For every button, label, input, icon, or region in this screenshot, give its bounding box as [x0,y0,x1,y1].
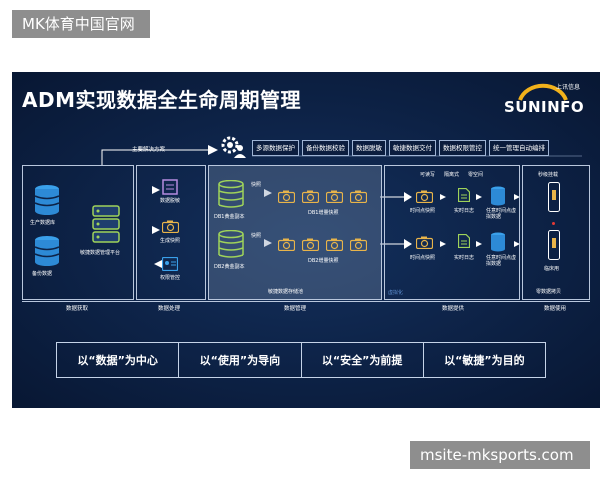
feature-item: 多源数据保护 [252,140,299,156]
id-card-icon [162,257,178,271]
realtime-log-label: 实时日志 [454,255,475,261]
section-label-process: 数据处理 [158,306,181,312]
database-icon [218,180,244,208]
point-in-time-snapshot-label: 时间点快照 [410,208,436,214]
feature-item: 敏捷数据交付 [389,140,436,156]
virtual-data-label: 任意时间点虚拟数据 [486,208,517,220]
storage-pool-label: 敏捷数据存储池 [268,289,304,295]
database-icon [218,230,244,258]
section-label-acquire: 数据获取 [66,306,89,312]
company-logo: 上讯信息 SUNINFO [500,78,590,118]
camera-icon [326,190,343,203]
feature-item: 备份数据校验 [302,140,349,156]
virtual-db-icon [491,232,505,252]
watermark-bottom: msite-mksports.com [410,441,590,469]
camera-icon [350,190,367,203]
camera-icon [302,190,319,203]
feature-item: 数据脱敏 [352,140,386,156]
diagram-slide: ADM实现数据全生命周期管理 上讯信息 SUNINFO [12,72,600,408]
virtual-data-label: 任意时间点虚拟数据 [486,255,517,267]
use-zero-copy-label: 零数据拷贝 [536,289,562,295]
process-snapshot-label: 生成快照 [160,238,181,244]
section-label-use: 数据使用 [544,306,567,312]
database-icon [34,236,60,266]
virtualization-tag: 虚拟化 [388,290,404,296]
camera-icon [278,238,295,251]
golden-copy-2-label: DB2黄金副本 [214,264,245,270]
usb-drive-icon [548,182,560,212]
logo-en-text: SUNINFO [504,98,585,116]
camera-icon [350,238,367,251]
motto-item: 以“安全”为前提 [302,343,424,377]
camera-icon [162,220,179,233]
server-stack-icon [92,205,120,243]
snapshot-tag: 快照 [251,233,262,239]
panel-process [136,165,206,300]
section-label-manage: 数据管理 [284,306,307,312]
snapshot-tag: 快照 [251,182,262,188]
logo-arc-icon [518,83,568,101]
virtual-db-icon [491,186,505,206]
motto-item: 以“敏捷”为目的 [444,354,525,367]
camera-icon [416,190,433,203]
camera-icon [302,238,319,251]
panel-acquire [22,165,134,300]
golden-copy-1-label: DB1黄金副本 [214,214,245,220]
process-masking-label: 数据脱敏 [160,198,181,204]
camera-icon [326,238,343,251]
motto-item: 以“使用”为导向 [179,343,302,377]
db-prod-label: 生产数据库 [30,220,56,226]
section-label-serve: 数据提供 [442,306,465,312]
incremental-snapshot-1-label: DB1增量快照 [308,210,339,216]
realtime-log-label: 实时日志 [454,208,475,214]
feature-bar: 多源数据保护 备份数据校验 数据脱敏 敏捷数据交付 数据权限管控 统一管理自动编… [252,140,549,156]
process-permission-label: 权限管控 [160,275,181,281]
log-document-icon [458,234,470,248]
serve-tag: 可读写 [420,172,436,178]
usb-drive-icon [548,230,560,260]
section-divider [22,301,590,302]
database-icon [34,185,60,215]
motto-bar: 以“数据”为中心 以“使用”为导向 以“安全”为前提 以“敏捷”为目的 [56,342,546,378]
panel-use [522,165,590,300]
solution-label: 主要解决方案 [132,147,166,153]
log-document-icon [458,188,470,202]
incremental-snapshot-2-label: DB2增量快照 [308,258,339,264]
use-mid-label: 临床用 [544,266,560,272]
panel-serve [384,165,520,300]
gear-user-icon [221,136,246,158]
slide-title: ADM实现数据全生命周期管理 [22,88,301,112]
status-dot-icon [552,222,555,225]
feature-item: 统一管理自动编排 [489,140,549,156]
db-backup-label: 备份数据 [32,271,53,277]
feature-item: 数据权限管控 [439,140,486,156]
serve-tag: 隔离式 [444,172,460,178]
camera-icon [278,190,295,203]
masking-icon [162,179,178,195]
camera-icon [416,236,433,249]
use-mount-label: 秒级挂载 [538,172,559,178]
watermark-top: MK体育中国官网 [12,10,150,38]
motto-item: 以“数据”为中心 [57,343,180,377]
logo-cn-text: 上讯信息 [556,84,581,91]
serve-tag: 零空间 [468,172,484,178]
point-in-time-snapshot-label: 时间点快照 [410,255,436,261]
platform-label: 敏捷数据管理平台 [80,250,121,256]
